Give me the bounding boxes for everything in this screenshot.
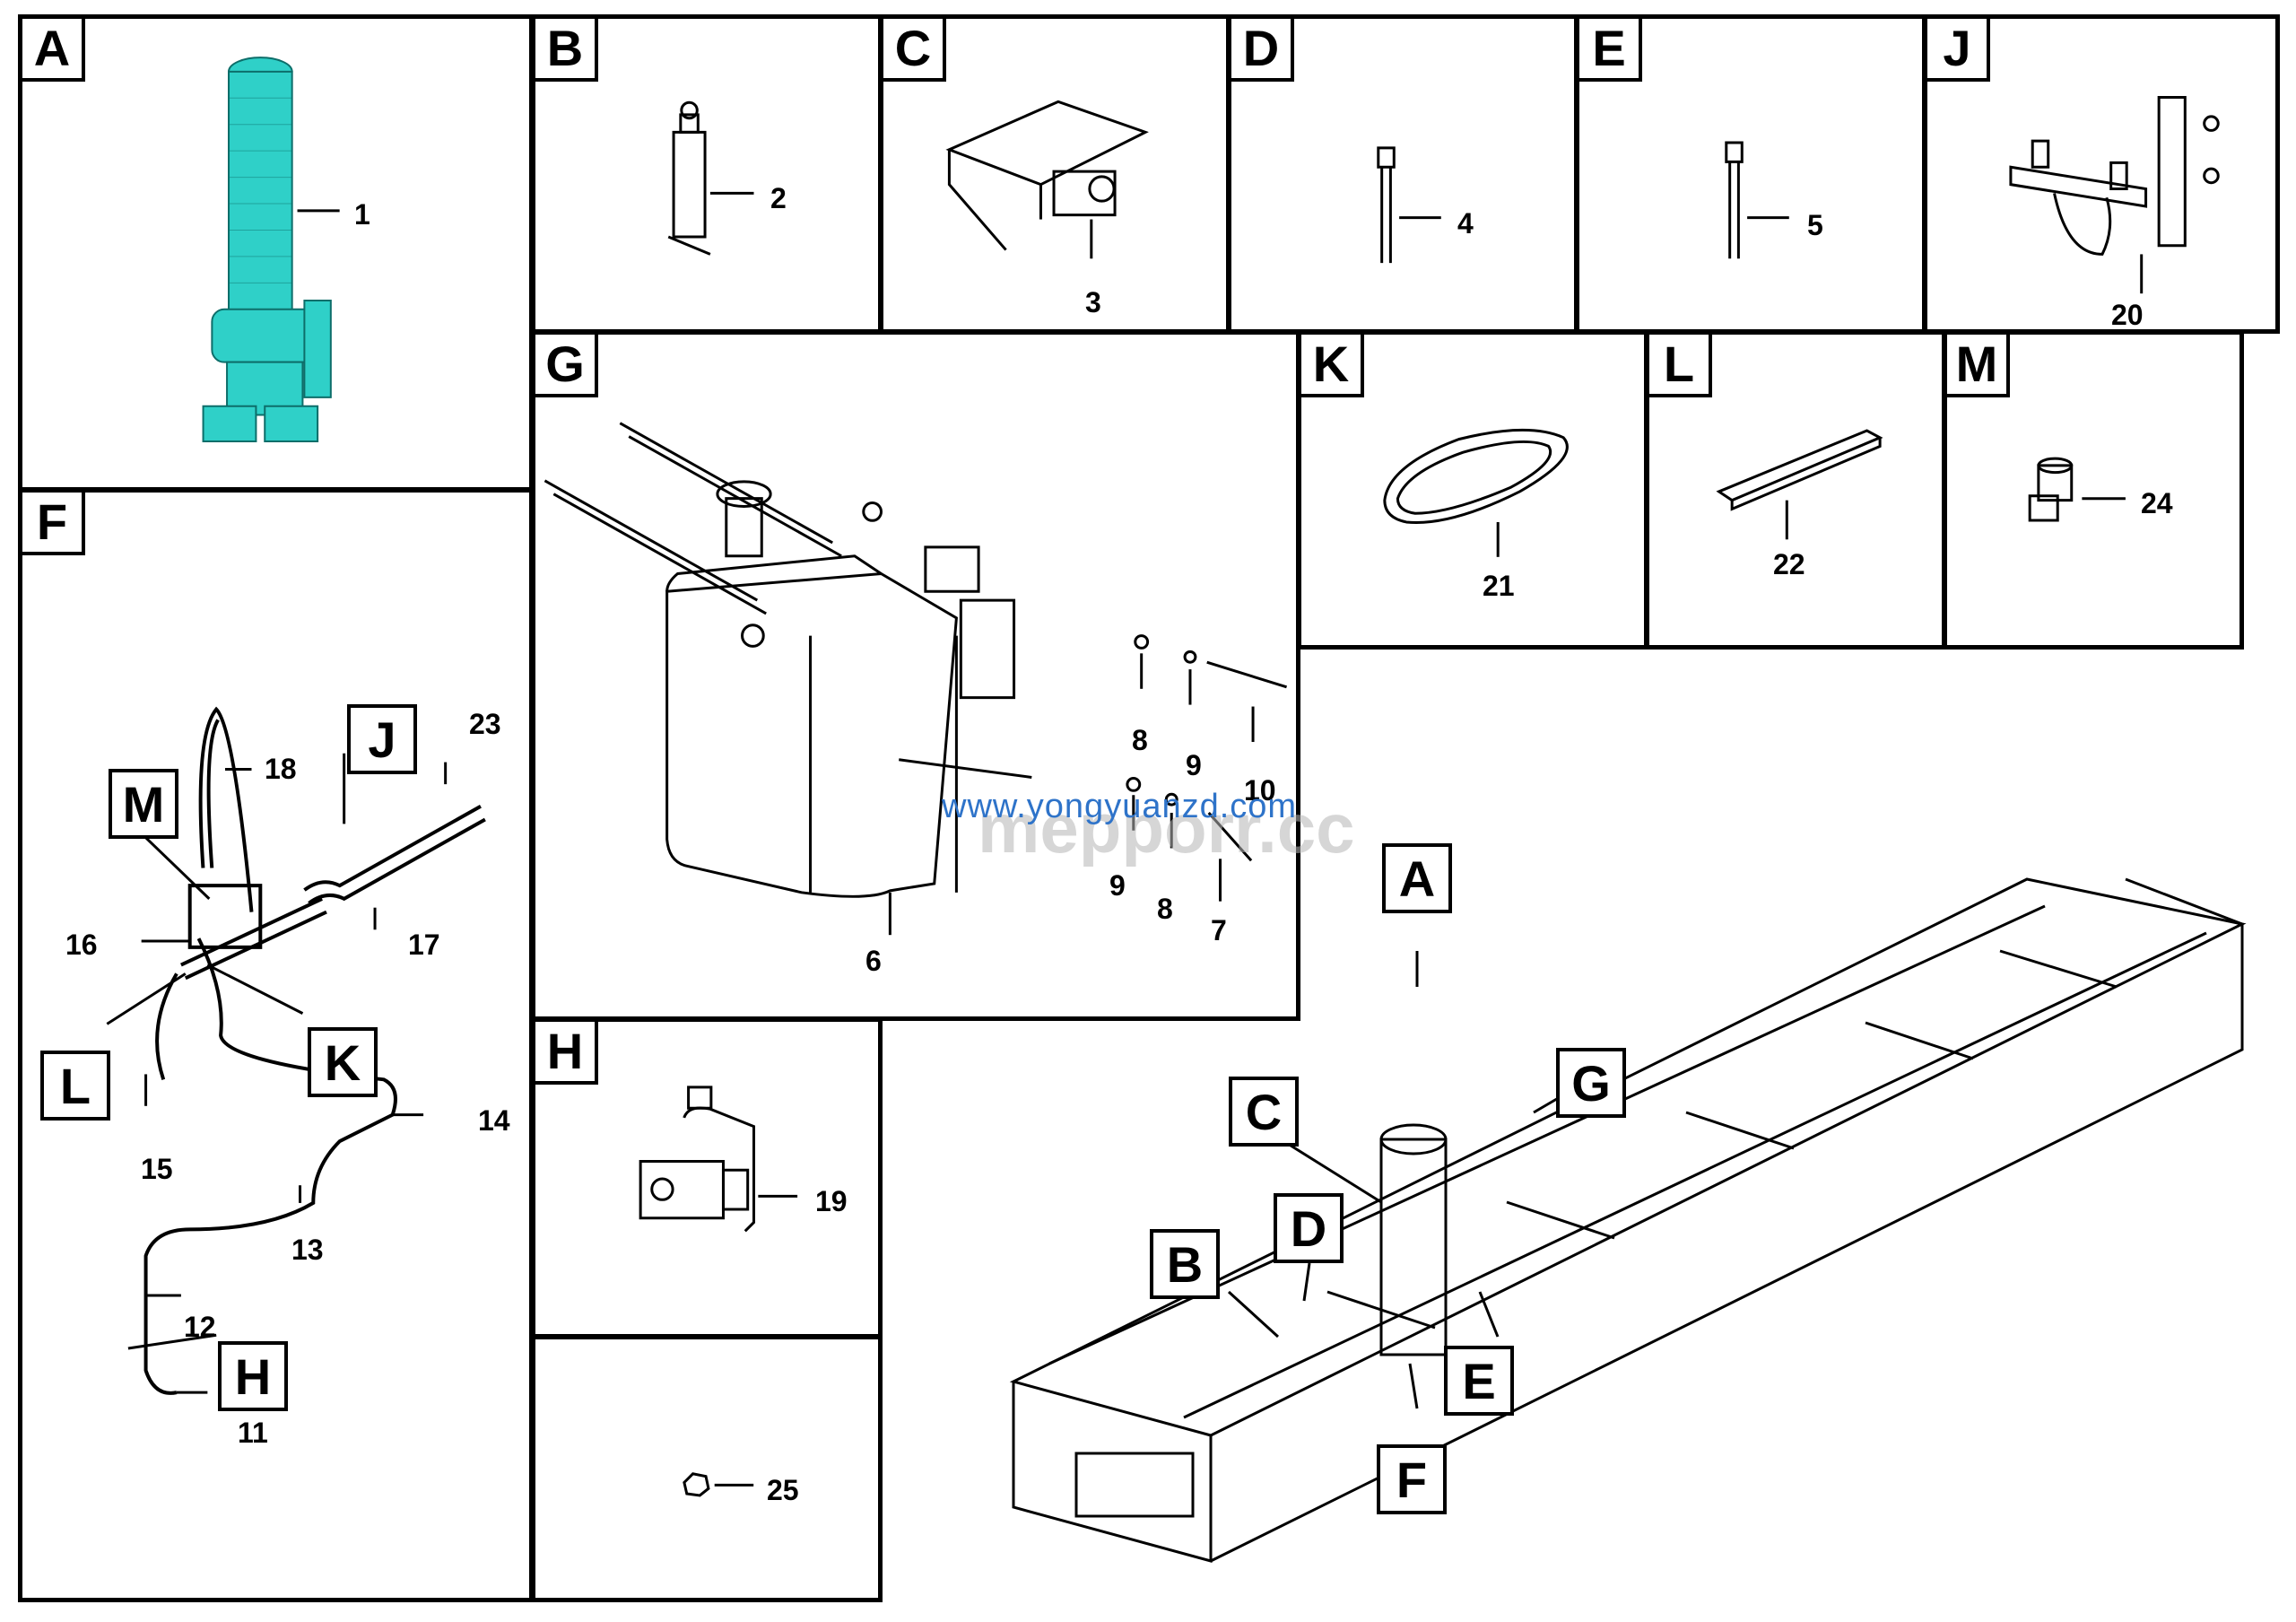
callout-17: 17 bbox=[408, 929, 440, 961]
overview-label-b: B bbox=[1150, 1229, 1220, 1299]
panel-k: K 21 bbox=[1297, 330, 1648, 650]
panel-g: G 8 9 10 9 8 7 6 bbox=[531, 330, 1300, 1021]
seal-ring-icon bbox=[1301, 335, 1644, 645]
callout-6: 6 bbox=[865, 945, 882, 977]
panel-letter: K bbox=[1301, 335, 1364, 397]
callout-4: 4 bbox=[1457, 207, 1474, 240]
hose-routing-icon bbox=[22, 493, 529, 1598]
panel-nut: 25 bbox=[531, 1335, 883, 1602]
callout-12: 12 bbox=[184, 1311, 216, 1343]
callout-9: 9 bbox=[1109, 869, 1126, 902]
callout-22: 22 bbox=[1773, 548, 1805, 580]
clamp-block-icon bbox=[535, 1022, 878, 1334]
callout-23: 23 bbox=[469, 708, 501, 740]
callout-18: 18 bbox=[265, 753, 297, 785]
callout-5: 5 bbox=[1807, 209, 1823, 241]
callout-3: 3 bbox=[1085, 286, 1101, 318]
panel-l: L 22 bbox=[1645, 330, 1946, 650]
fitting-icon bbox=[1579, 19, 1922, 329]
callout-15: 15 bbox=[141, 1153, 173, 1185]
panel-letter: D bbox=[1231, 19, 1294, 82]
panel-letter: C bbox=[883, 19, 946, 82]
pressure-switch-icon bbox=[535, 19, 878, 329]
callout-25: 25 bbox=[767, 1474, 799, 1506]
sublabel-l: L bbox=[40, 1051, 110, 1121]
callout-19: 19 bbox=[815, 1185, 848, 1217]
panel-letter: F bbox=[22, 493, 85, 555]
panel-letter: J bbox=[1927, 19, 1990, 82]
callout-8: 9 bbox=[1186, 749, 1202, 781]
panel-c: C 3 bbox=[879, 14, 1231, 334]
valve-bracket-icon bbox=[883, 19, 1226, 329]
overview-label-c: C bbox=[1229, 1077, 1299, 1147]
panel-letter: A bbox=[22, 19, 85, 82]
panel-j: J 20 bbox=[1923, 14, 2280, 334]
panel-letter: G bbox=[535, 335, 598, 397]
callout-13: 13 bbox=[291, 1234, 324, 1266]
panel-e: E 5 bbox=[1575, 14, 1926, 334]
callout-24: 24 bbox=[2141, 487, 2173, 519]
callout-21: 21 bbox=[1483, 570, 1515, 602]
hydraulic-tank-icon bbox=[535, 335, 1296, 1016]
panel-letter: L bbox=[1649, 335, 1712, 397]
watermark-large: mepporr.cc bbox=[978, 789, 1355, 868]
fitting-icon bbox=[1231, 19, 1574, 329]
watermark-url: www.yongyuanzd.com bbox=[942, 788, 1298, 825]
panel-d: D 4 bbox=[1227, 14, 1578, 334]
panel-a: A 1 bbox=[18, 14, 534, 492]
panel-b: B 2 bbox=[531, 14, 883, 334]
callout-10: 10 bbox=[1244, 774, 1276, 807]
panel-letter: E bbox=[1579, 19, 1642, 82]
overview-label-f: F bbox=[1377, 1444, 1447, 1514]
tipper-cylinder-icon bbox=[22, 19, 529, 487]
chassis-overview: A C G D B E F bbox=[969, 825, 2296, 1622]
sublabel-m: M bbox=[109, 769, 178, 839]
callout-11: 11 bbox=[238, 1417, 268, 1449]
callout-7: 7 bbox=[1211, 914, 1227, 946]
chassis-frame-icon bbox=[969, 825, 2296, 1622]
elbow-icon bbox=[1947, 335, 2239, 645]
rail-icon bbox=[1649, 335, 1942, 645]
callout-2: 2 bbox=[770, 182, 787, 214]
callout-8: 8 bbox=[1157, 893, 1173, 925]
panel-letter: H bbox=[535, 1022, 598, 1085]
callout-9: 8 bbox=[1132, 724, 1148, 756]
overview-label-a: A bbox=[1382, 843, 1452, 913]
panel-m: M 24 bbox=[1943, 330, 2244, 650]
callout-14: 14 bbox=[478, 1104, 510, 1137]
panel-f: F 23 18 16 1 bbox=[18, 488, 534, 1602]
panel-letter: B bbox=[535, 19, 598, 82]
overview-label-e: E bbox=[1444, 1346, 1514, 1416]
nut-icon bbox=[535, 1339, 878, 1598]
sublabel-h: H bbox=[218, 1341, 288, 1411]
callout-20: 20 bbox=[2111, 299, 2144, 331]
sublabel-k: K bbox=[308, 1027, 378, 1097]
panel-letter: M bbox=[1947, 335, 2010, 397]
callout-1: 1 bbox=[354, 198, 370, 231]
callout-16: 16 bbox=[65, 929, 98, 961]
sublabel-j: J bbox=[347, 704, 417, 774]
overview-label-g: G bbox=[1556, 1048, 1626, 1118]
panel-h: H 19 bbox=[531, 1017, 883, 1339]
overview-label-d: D bbox=[1274, 1193, 1344, 1263]
hose-clamp-icon bbox=[1927, 19, 2275, 329]
